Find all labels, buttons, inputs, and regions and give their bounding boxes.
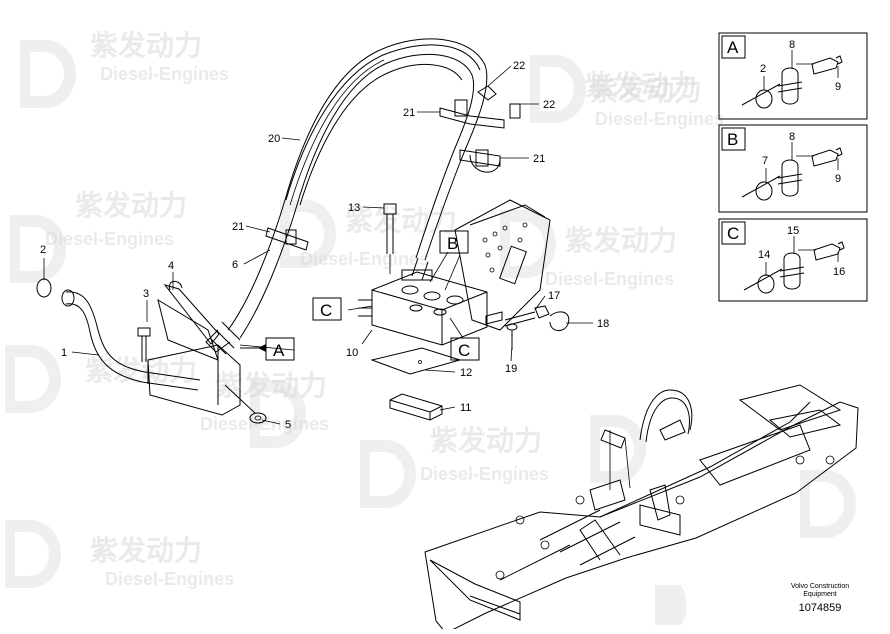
watermark-brand-en: Diesel-Engines [420,464,549,484]
valve-block-assembly [358,199,570,421]
callout-17: 17 [548,290,560,302]
callout-13: 13 [348,202,360,214]
inset-b-part-left: 7 [762,155,768,167]
detail-ref-b-label: B [447,234,458,253]
watermark-brand-cn: 紫发动力 [565,224,677,256]
inset-b-letter: B [727,130,738,149]
watermark-brand-en: Diesel-Engines [300,249,429,269]
callout-2: 2 [40,244,46,256]
detail-reference-c: C [312,297,342,321]
inset-a-part-left: 2 [760,63,766,75]
leader-lines [43,65,593,425]
watermark-brand-cn: 紫发动力 [430,424,542,456]
callout-21: 21 [403,107,415,119]
inset-panel-b: B 8 7 9 [718,124,868,213]
hose-assembly [205,38,521,355]
watermark-brand-en: Diesel-Engines [200,414,329,434]
watermark-brand-cn: 紫发动力 [585,69,697,101]
callout-3: 3 [143,288,149,300]
hose-clamp [265,227,309,251]
callout-22: 22 [543,99,555,111]
publisher-credit: Volvo Construction Equipment 1074859 [760,583,880,615]
inset-c-part-top: 15 [787,225,799,237]
watermark-brand-en: Diesel-Engines [595,109,724,129]
inset-c-part-left: 14 [758,249,770,261]
watermark-brand-en: Diesel-Engines [45,229,174,249]
hose-clamp [459,149,501,173]
detail-ref-c-label: C [320,301,332,320]
inset-c-part-right: 16 [833,266,845,278]
watermark-brand-cn: 紫发动力 [85,354,197,386]
callout-18: 18 [597,318,609,330]
callout-21: 21 [533,153,545,165]
credit-line-2: Equipment [803,591,837,598]
callout-4: 4 [168,260,174,272]
callout-5: 5 [285,419,291,431]
callout-10: 10 [346,347,358,359]
inset-a-part-right: 9 [835,81,841,93]
detail-ref-a-label: A [273,341,285,360]
callout-6: 6 [232,259,238,271]
detail-ref-c-label: C [458,341,470,360]
watermark-brand-cn: 紫发动力 [75,189,187,221]
watermark-brand-cn: 紫发动力 [90,534,202,566]
inset-a-part-top: 8 [789,39,795,51]
inset-a-letter: A [727,38,739,57]
watermark-brand-cn: 紫发动力 [215,369,327,401]
callout-12: 12 [460,367,472,379]
watermark-brand-en: Diesel-Engines [105,569,234,589]
credit-line-1: Volvo Construction [790,583,850,590]
drawing-number: 1074859 [798,602,842,614]
watermark-layer: 紫发动力 Diesel-Engines 紫发动力 Diesel-Engines … [5,29,856,625]
callout-22: 22 [513,60,525,72]
inset-c-letter: C [727,224,739,243]
callout-numbers: 1 2 3 4 5 6 10 11 12 13 17 18 19 20 21 2… [40,60,609,431]
block-ports [401,285,464,316]
watermark-brand-en: Diesel-Engines [100,64,229,84]
inset-b-part-right: 9 [835,173,841,185]
callout-1: 1 [61,347,67,359]
callout-20: 20 [268,133,280,145]
detail-reference-a: A [240,337,295,361]
plate-holes [482,222,528,273]
detail-reference-c: C [450,337,480,361]
watermark-brand-cn: 紫发动力 [90,29,202,61]
watermark-brand-cn: 紫发动力 [590,74,702,106]
tube-and-bracket [36,278,267,424]
callout-19: 19 [505,363,517,375]
callout-11: 11 [460,402,471,414]
inset-panel-a: A 8 2 9 [718,32,868,120]
hose-clamp [439,85,521,129]
machine-frame [424,384,859,634]
inset-b-part-top: 8 [789,131,795,143]
detail-reference-b: B [439,230,469,254]
inset-panel-c: C 15 14 16 [718,218,868,302]
watermark-brand-en: Diesel-Engines [545,269,674,289]
callout-21: 21 [232,221,244,233]
frame-bolts [495,455,835,580]
